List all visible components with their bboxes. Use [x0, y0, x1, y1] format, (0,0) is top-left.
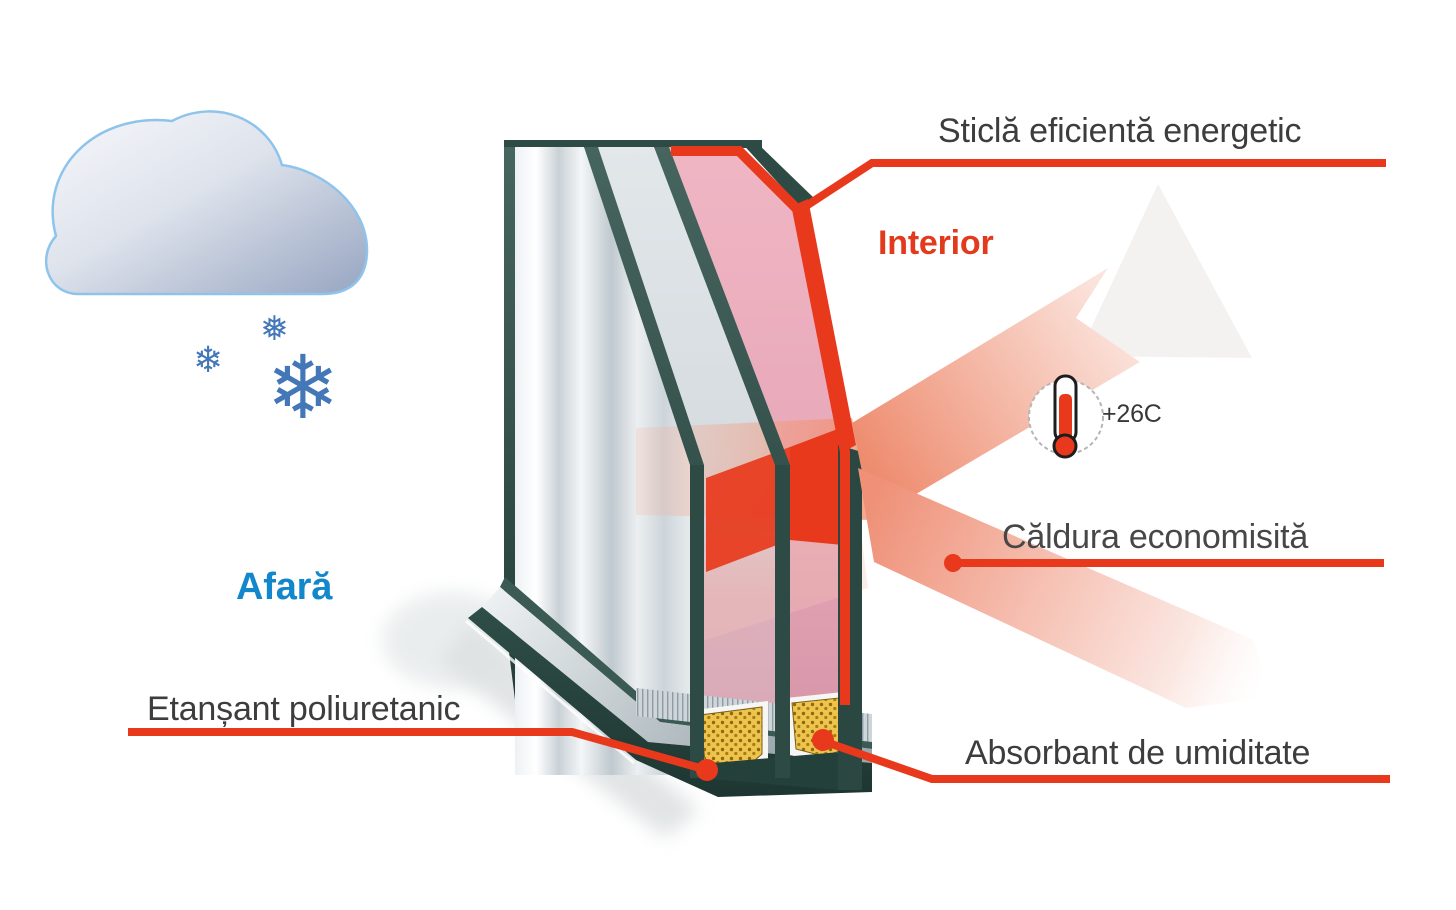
callout-lines [128, 146, 1390, 783]
watermark-triangle [1078, 184, 1252, 358]
heat-arrow-reflected [858, 468, 1268, 708]
window-unit [465, 140, 872, 797]
label-interior: Interior [878, 224, 994, 262]
label-outside: Afară [236, 566, 333, 608]
label-desiccant: Absorbant de umiditate [965, 734, 1311, 772]
snowflake-icon: ❄ [266, 336, 340, 439]
label-energy-efficient-glass: Sticlă eficientă energetic [938, 112, 1302, 150]
snowflake-icon: ❄ [193, 340, 223, 381]
desiccant-callout-line [821, 737, 1390, 783]
callout-dots [696, 554, 962, 781]
label-heat-saved: Căldura economisită [1002, 518, 1309, 556]
heat-beam-core [706, 447, 790, 572]
glass-callout-line [797, 159, 1386, 214]
desiccant-block [699, 706, 763, 769]
label-sealant: Etanșant poliuretanic [147, 690, 461, 728]
interior-glass-pane [669, 147, 843, 775]
thermometer-icon [1028, 374, 1104, 459]
snowflake-group: ❅ ❄ ❄ [193, 309, 340, 439]
exterior-glass-pane [515, 147, 690, 775]
cloud-icon [45, 110, 369, 296]
label-temperature: +26C [1102, 400, 1162, 428]
heat-beam-core [790, 427, 843, 545]
heat-arrow-in [852, 268, 1140, 520]
glass-outline-trace [671, 146, 850, 705]
air-gap-face [598, 147, 775, 775]
snowflake-icon: ❅ [260, 309, 289, 349]
sealant-callout-line [128, 728, 709, 774]
